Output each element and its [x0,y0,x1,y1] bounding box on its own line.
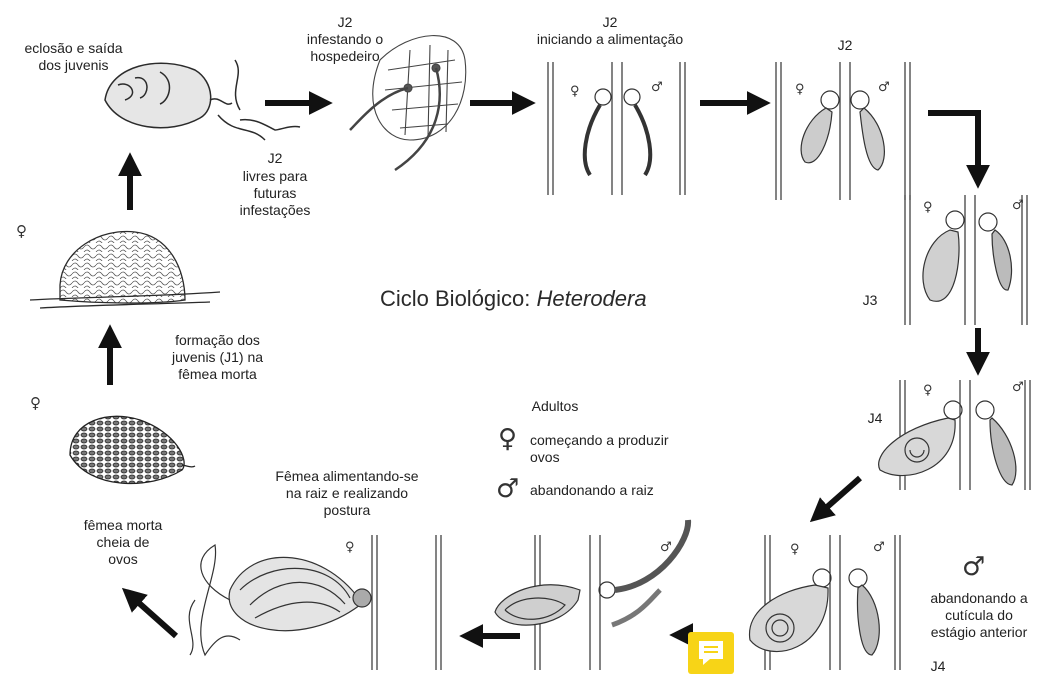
j4-bottom-drawing [750,535,900,670]
label-j2-feeding: J2 iniciando a alimentação [505,14,715,48]
arrow-female-to-dead [130,595,176,636]
dead-female-drawing [70,416,195,483]
female-feeding-drawing [189,535,441,670]
female-symbol: ♀ [570,84,580,99]
arrow-j4-to-adult-stage [818,478,860,515]
label-j2: J2 [825,37,865,54]
arrow-j2-to-j3 [928,113,978,178]
label-j2-free: livres para futuras infestações [215,168,335,219]
label-adult-male: abandonando a raiz [530,482,710,499]
female-symbol: ♀ [795,82,805,97]
male-symbol: ♂ [878,80,890,95]
j4-drawing [879,380,1030,490]
label-j2-infesting: J2 infestando o hospedeiro [280,14,410,65]
label-j2-free-code: J2 [255,150,295,167]
female-symbol-large: ♀ [498,424,517,454]
label-hatching: eclosão e saída dos juvenis [6,40,141,74]
male-symbol: ♂ [660,540,672,555]
male-symbol-large: ♂ [496,474,519,504]
title-prefix: Ciclo Biológico: [380,286,537,311]
comment-icon [688,632,734,674]
female-symbol: ♀ [923,383,933,398]
j2-feeding-drawing [548,62,685,195]
label-female-feeding: Fêmea alimentando-se na raiz e realizand… [247,468,447,519]
label-adult-female: começando a produzir ovos [530,432,710,466]
label-j1-formation: formação dos juvenis (J1) na fêmea morta [150,332,285,383]
female-symbol: ♀ [30,394,41,412]
j1-cyst-drawing [30,232,220,308]
label-j4-top: J4 [855,410,895,427]
female-symbol: ♀ [923,200,933,215]
label-male-leaving: abandonando a cutícula do estágio anteri… [915,590,1043,641]
female-symbol: ♀ [16,222,27,240]
female-symbol: ♀ [790,542,800,557]
label-dead-female: fêmea morta cheia de ovos [63,517,183,568]
label-j3: J3 [850,292,890,309]
male-symbol-large: ♂ [962,552,985,582]
male-symbol: ♂ [1012,380,1024,395]
label-j4-bottom: J4 [918,658,958,675]
male-symbol: ♂ [873,540,885,555]
title-genus: Heterodera [537,286,647,311]
male-symbol: ♂ [1012,198,1024,213]
female-symbol: ♀ [345,540,355,555]
diagram-title: Ciclo Biológico: Heterodera [380,286,647,312]
label-adults-title: Adultos [515,398,595,415]
male-symbol: ♂ [651,80,663,95]
comment-button[interactable] [688,632,734,674]
